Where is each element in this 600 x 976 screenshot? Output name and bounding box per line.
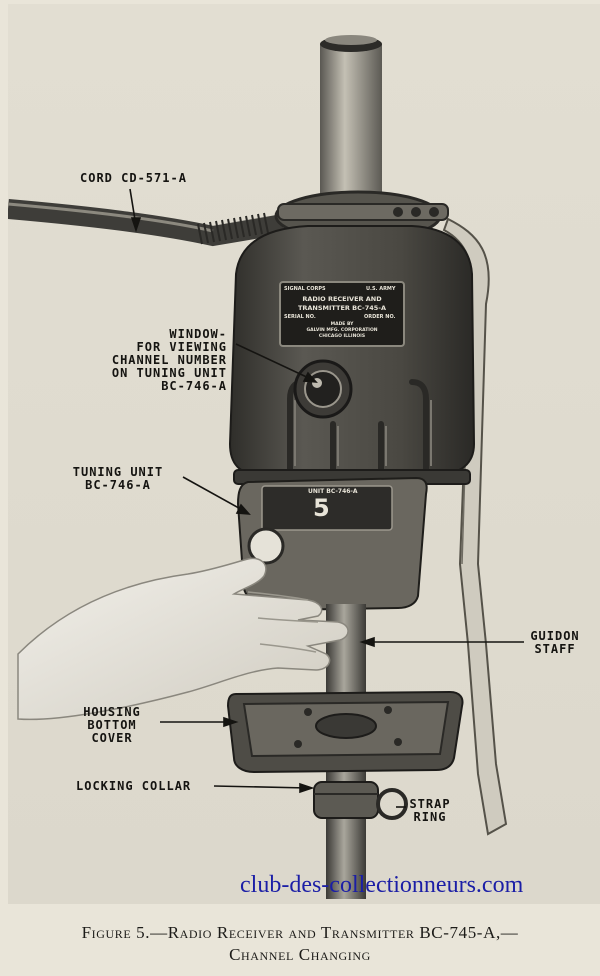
leader-lines bbox=[129, 188, 524, 808]
label-window-line-3: CHANNEL NUMBER bbox=[111, 353, 227, 367]
label-cord: CORD CD-571-A bbox=[80, 171, 187, 185]
label-guidon-staff-line-1: GUIDON bbox=[530, 629, 580, 643]
label-window-line-4: ON TUNING UNIT bbox=[111, 366, 227, 380]
label-window-line-1: WINDOW- bbox=[169, 327, 227, 341]
tuning-plate bbox=[261, 485, 393, 531]
radio-housing bbox=[228, 225, 476, 475]
label-window-line-5: BC-746-A bbox=[161, 379, 227, 393]
nameplate-serial-right: ORDER NO. bbox=[364, 314, 396, 320]
label-housing-line-3: COVER bbox=[91, 731, 133, 745]
tuning-dial bbox=[247, 527, 285, 565]
nameplate bbox=[279, 281, 405, 347]
nameplate-serial-left: SERIAL NO. bbox=[284, 314, 316, 320]
nameplate-line1-left: SIGNAL CORPS bbox=[284, 286, 326, 292]
nameplate-line1-right: U.S. ARMY bbox=[366, 286, 396, 292]
nameplate-maker-2: GALVIN MFG. CORPORATION bbox=[306, 328, 378, 333]
figure-caption: Figure 5.—Radio Receiver and Transmitter… bbox=[0, 922, 600, 966]
nameplate-maker-3: CHICAGO ILLINOIS bbox=[318, 334, 366, 339]
cord-spring bbox=[197, 212, 269, 245]
label-window: WINDOW- FOR VIEWING CHANNEL NUMBER ON TU… bbox=[82, 328, 227, 393]
nameplate-title-1: RADIO RECEIVER AND bbox=[302, 295, 382, 303]
nameplate-maker-1: MADE BY bbox=[330, 322, 354, 327]
label-tuning-unit-line-1: TUNING UNIT bbox=[72, 465, 164, 479]
equipment-photograph: SIGNAL CORPS U.S. ARMY RADIO RECEIVER AN… bbox=[8, 4, 600, 904]
locking-collar bbox=[313, 781, 379, 819]
label-guidon-staff-line-2: STAFF bbox=[534, 642, 576, 656]
label-locking-collar: LOCKING COLLAR bbox=[76, 779, 192, 793]
antenna-mast bbox=[320, 44, 382, 219]
label-strap-ring: STRAP RING bbox=[400, 798, 460, 824]
caption-line-2: Channel Changing bbox=[229, 945, 371, 964]
label-strap-ring-line-2: RING bbox=[413, 810, 447, 824]
label-tuning-unit-line-2: BC-746-A bbox=[85, 478, 151, 492]
hand bbox=[17, 557, 349, 721]
cord bbox=[8, 199, 285, 247]
label-window-line-2: FOR VIEWING bbox=[136, 340, 227, 354]
radio-illustration bbox=[8, 35, 524, 899]
label-tuning-unit: TUNING UNIT BC-746-A bbox=[60, 466, 176, 492]
label-strap-ring-line-1: STRAP bbox=[409, 797, 451, 811]
label-housing-bottom-cover: HOUSING BOTTOM COVER bbox=[72, 706, 152, 745]
site-watermark: club-des-collectionneurs.com bbox=[240, 872, 524, 898]
label-housing-line-1: HOUSING bbox=[83, 705, 141, 719]
caption-line-1: Figure 5.—Radio Receiver and Transmitter… bbox=[81, 923, 519, 942]
strap-ring bbox=[376, 788, 408, 820]
nameplate-title-2: TRANSMITTER BC-745-A bbox=[297, 304, 387, 312]
tuning-plate-heading: UNIT BC-746-A bbox=[308, 488, 358, 495]
tuning-channel-number: 5 bbox=[313, 494, 330, 522]
label-housing-line-2: BOTTOM bbox=[87, 718, 137, 732]
label-guidon-staff: GUIDON STAFF bbox=[520, 630, 590, 656]
